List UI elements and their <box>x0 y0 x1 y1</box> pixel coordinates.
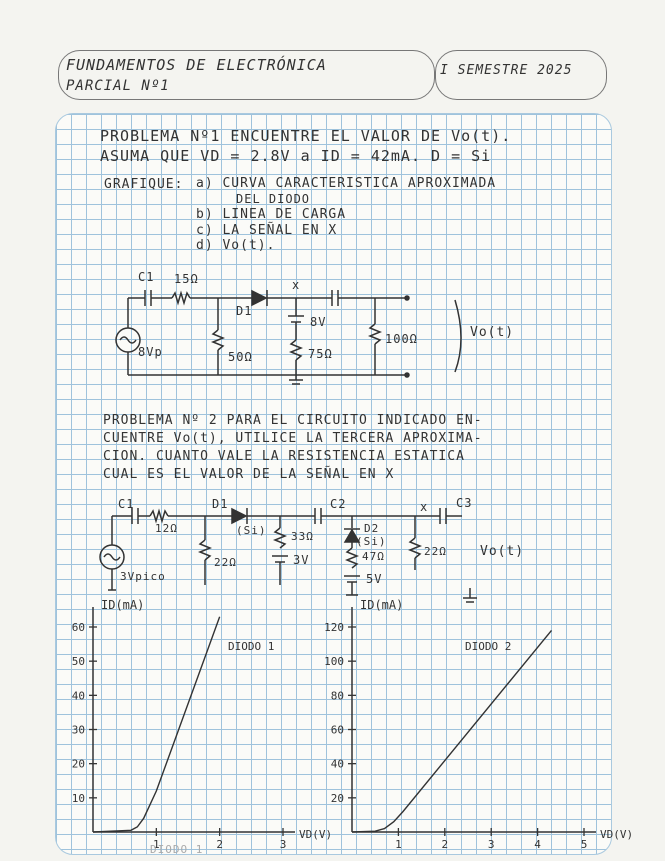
battery-8v-label: 8V <box>310 315 327 329</box>
r22a-label: 22Ω <box>214 556 237 569</box>
node-x-label: x <box>292 278 301 292</box>
source-3vpico-label: 3Vpico <box>120 570 166 583</box>
course-title: FUNDAMENTOS DE ELECTRÓNICA <box>66 56 327 74</box>
d1b-label: D1 <box>212 497 229 511</box>
p1-item-c: c) LA SEÑAL EN X <box>196 223 338 238</box>
p1-item-d: d) Vo(t). <box>196 238 276 253</box>
footer-note: DIODO 1 <box>150 843 204 856</box>
r22b-label: 22Ω <box>424 545 447 558</box>
vo1-label: Vo(t) <box>470 325 515 340</box>
p1-graph-intro: GRAFIQUE: <box>104 177 184 192</box>
p2-line1: PROBLEMA Nº 2 PARA EL CIRCUITO INDICADO … <box>103 413 483 428</box>
r33-label: 33Ω <box>291 530 314 543</box>
p2-line3: CION. CUANTO VALE LA RESISTENCIA ESTATIC… <box>103 449 465 464</box>
r47-label: 47Ω <box>362 550 385 563</box>
header-semester-box <box>435 50 607 100</box>
p1-line2: ASUMA QUE VD = 2.8V a ID = 42mA. D = Si <box>100 147 492 165</box>
r12-label: 12Ω <box>155 522 178 535</box>
d1-label: D1 <box>236 304 253 318</box>
semester-label: I SEMESTRE 2025 <box>440 63 573 78</box>
battery-3v-label: 3V <box>293 553 310 567</box>
c1b-label: C1 <box>118 497 135 511</box>
exam-label: PARCIAL Nº1 <box>66 78 170 94</box>
r100-label: 100Ω <box>385 332 418 346</box>
c2-label: C2 <box>330 497 347 511</box>
c3-label: C3 <box>456 496 473 510</box>
p1-line1: PROBLEMA Nº1 ENCUENTRE EL VALOR DE Vo(t)… <box>100 127 512 145</box>
p2-line2: CUENTRE Vo(t), UTILICE LA TERCERA APROXI… <box>103 431 483 446</box>
r15-label: 15Ω <box>174 272 199 286</box>
p1-item-a: a) CURVA CARACTERISTICA APROXIMADA <box>196 176 497 191</box>
r50-label: 50Ω <box>228 350 253 364</box>
node-x2-label: x <box>420 500 429 514</box>
d1b-type: (Si) <box>236 524 267 537</box>
header-title-box <box>58 50 435 100</box>
source-8vp-label: 8Vp <box>138 345 163 359</box>
c1-label: C1 <box>138 270 155 284</box>
battery-5v-label: 5V <box>366 572 383 586</box>
vo2-label: Vo(t) <box>480 544 525 559</box>
p1-item-b: b) LINEA DE CARGA <box>196 207 347 222</box>
r75-label: 75Ω <box>308 347 333 361</box>
d2-label: D2 <box>364 522 380 535</box>
p2-line4: CUAL ES EL VALOR DE LA SEÑAL EN X <box>103 467 395 482</box>
p1-item-a2: DEL DIODO <box>236 192 311 206</box>
d2-type: (Si) <box>356 535 387 548</box>
